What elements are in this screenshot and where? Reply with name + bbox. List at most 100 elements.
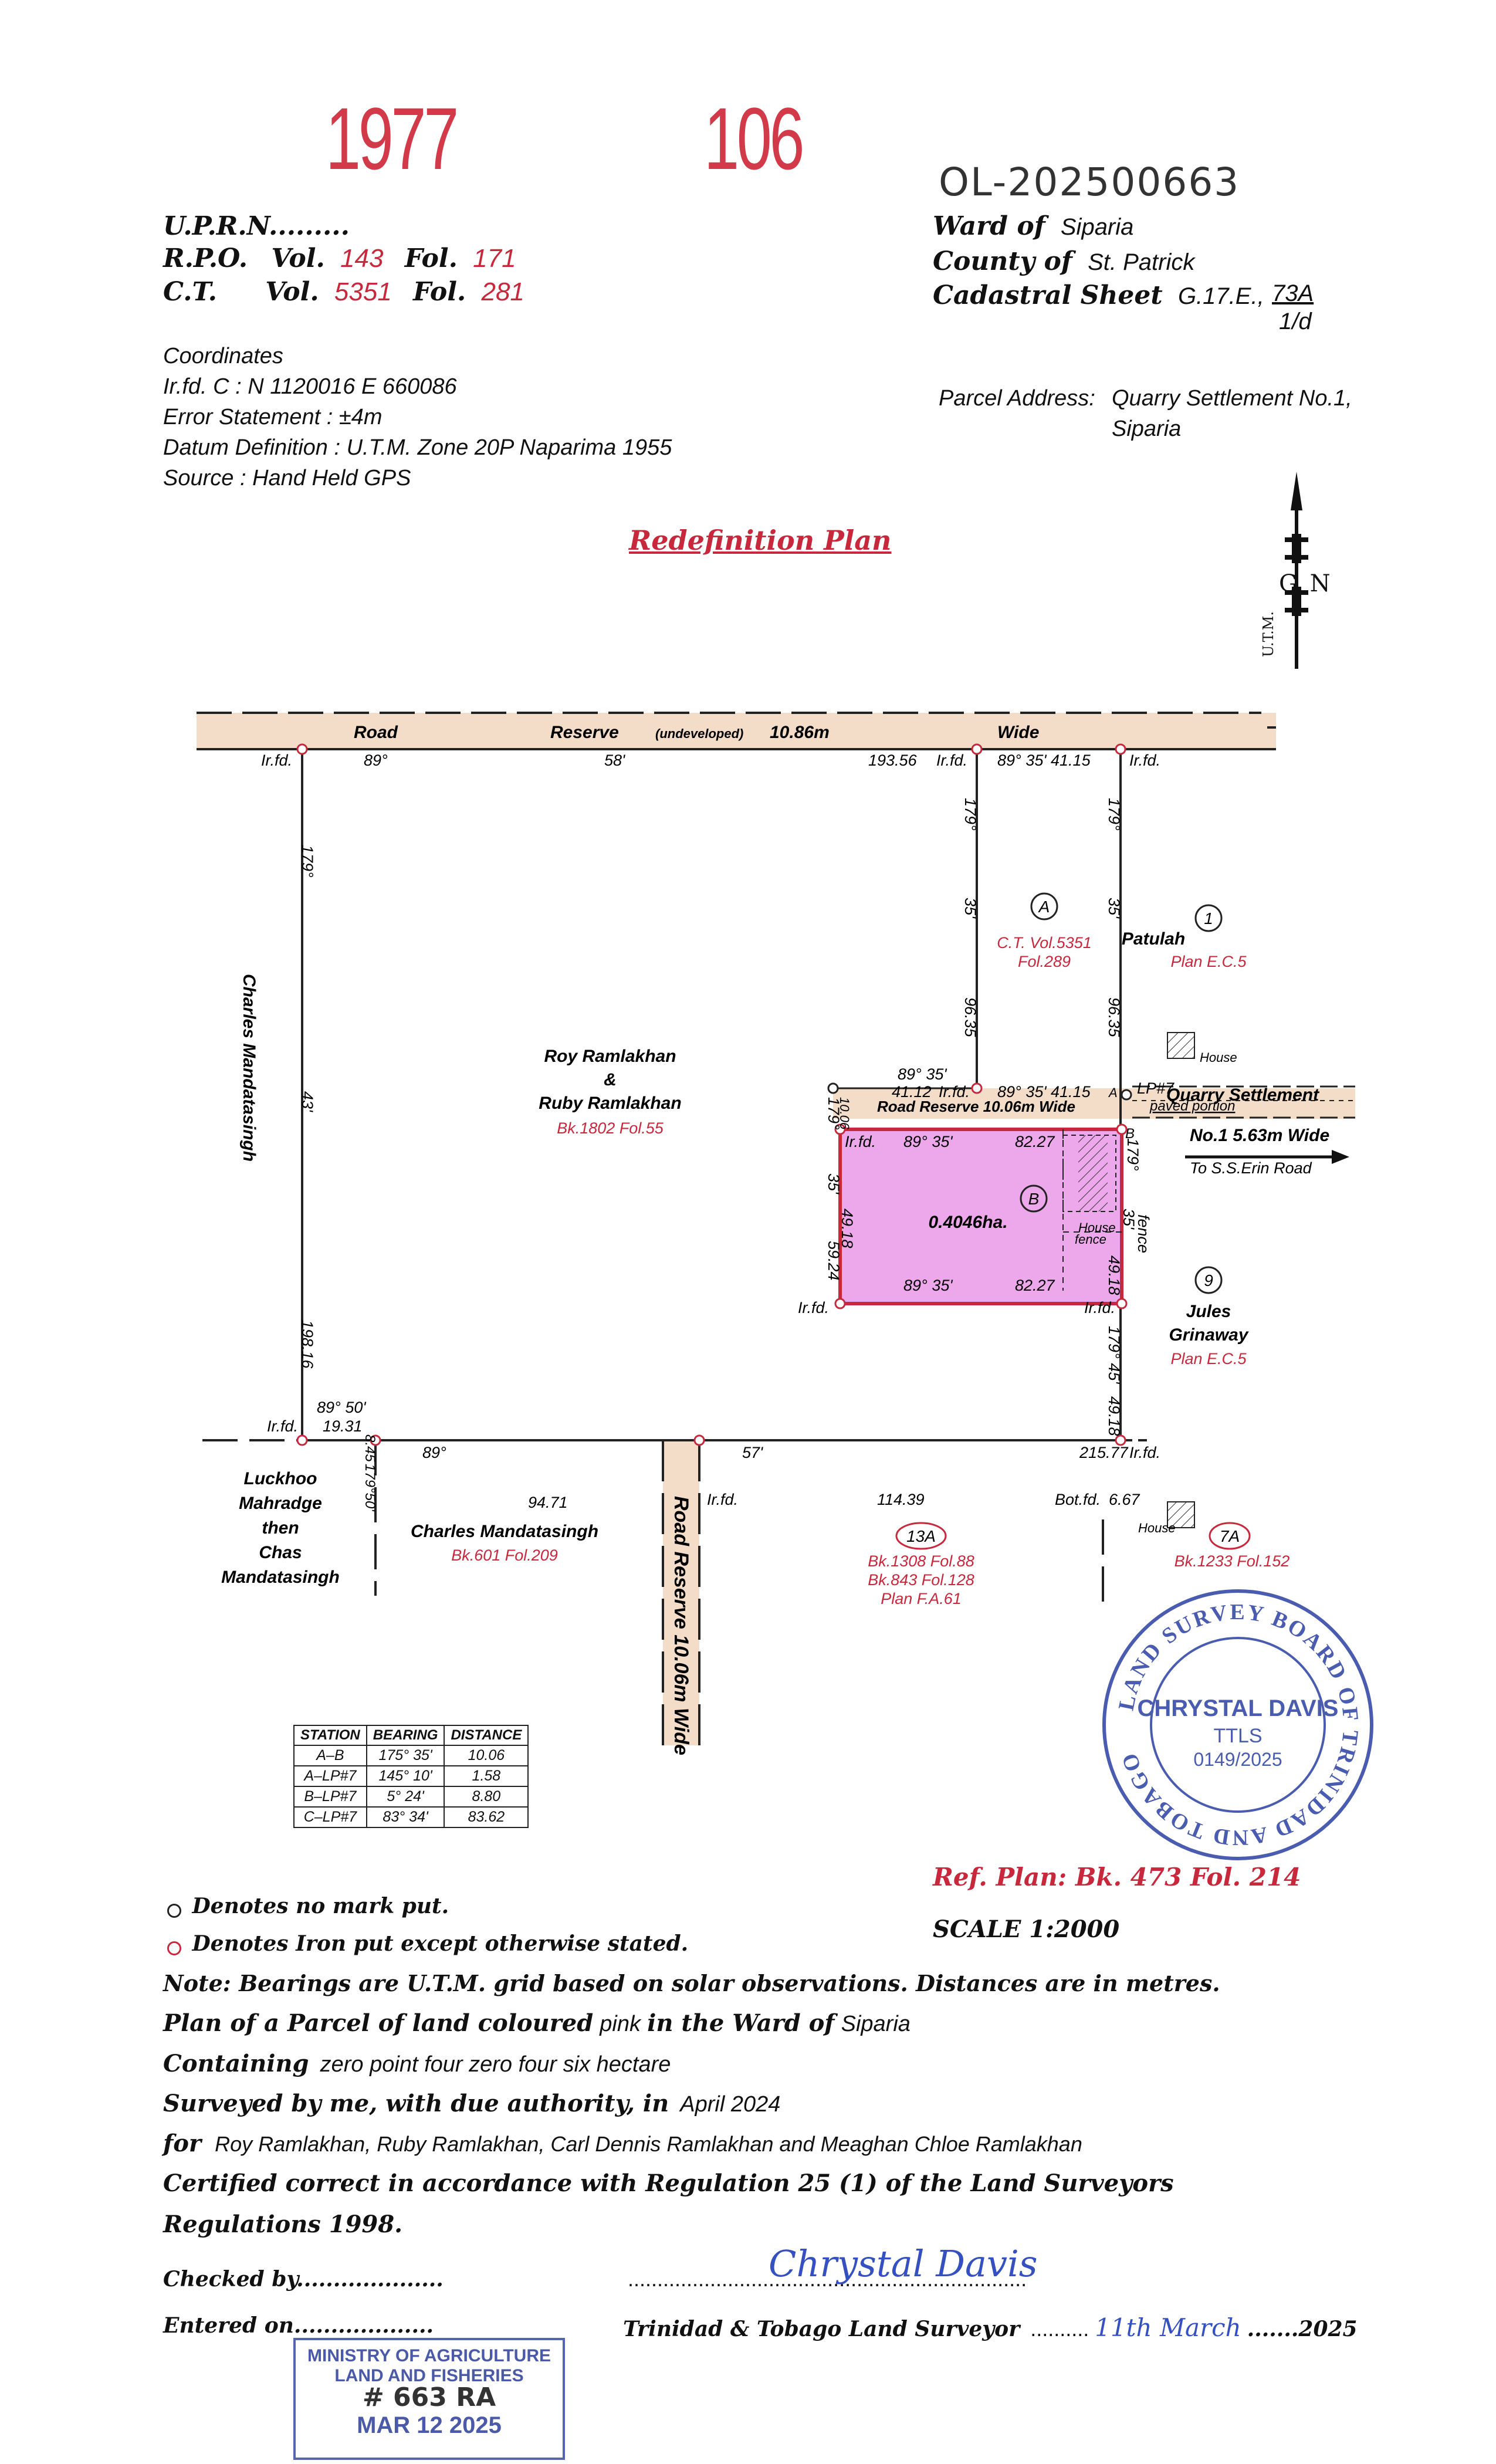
fence-label-vertical: fence (1135, 1214, 1152, 1253)
dist-11439: 114.39 (877, 1491, 925, 1508)
county-label: County of (933, 246, 1072, 276)
scale: SCALE 1:2000 (933, 1915, 1120, 1943)
cadastral-top: 73A (1272, 280, 1314, 306)
dist-1931: 19.31 (323, 1417, 363, 1435)
coords-source: Source : Hand Held GPS (163, 466, 411, 490)
note-bearings: Note: Bearings are U.T.M. grid based on … (163, 1970, 1220, 1996)
parcel-b-area: 0.4046ha. (928, 1213, 1007, 1232)
rpo-label: R.P.O. (163, 243, 248, 273)
signature-line: ........................................… (628, 2267, 1027, 2291)
stamp-title: TTLS (1213, 1725, 1262, 1747)
ct-fol: 281 (481, 277, 524, 306)
fol-label: Fol. (404, 243, 458, 273)
ol-number: OL-202500663 (939, 160, 1240, 205)
signature: Chrystal Davis (769, 2242, 1038, 2285)
lot-9-label: 9 (1204, 1271, 1213, 1289)
ministry-date: MAR 12 2025 (357, 2412, 502, 2438)
north-arrow-head (1291, 472, 1302, 510)
plan-title: Redefinition Plan (629, 524, 892, 556)
luckhoo-4: Chas (259, 1543, 302, 1562)
coords-error: Error Statement : ±4m (163, 405, 383, 429)
bearing-mid-8935-4115: 89° 35' 41.15 (997, 1083, 1091, 1101)
date-fill: 11th March (1095, 2313, 1241, 2342)
county-value: St. Patrick (1088, 249, 1195, 275)
year: .......2025 (1247, 2317, 1358, 2341)
cadastral-line: Cadastral Sheet G.17.E., (933, 280, 1264, 310)
certified-line: Certified correct in accordance with Reg… (163, 2169, 1174, 2197)
west-bearing-43: 43' (299, 1091, 316, 1112)
charles-west-road: Charles Mandatasingh (239, 974, 259, 1162)
col-bearing: BEARING (365, 1725, 445, 1746)
lot-13a-label: 13A (906, 1527, 936, 1545)
stamp-number-right: 106 (704, 89, 805, 188)
red-circle-icon (167, 1941, 181, 1955)
dist-9471: 94.71 (528, 1494, 568, 1511)
roy-name-2: & (604, 1070, 617, 1089)
lot-a-label: A (1038, 898, 1050, 916)
road-top-word-2: Reserve (550, 723, 619, 742)
bearing-top-8935: 89° 35' 41.15 (997, 752, 1091, 769)
stamp-number: 0149/2025 (1193, 1749, 1282, 1770)
ministry-stamp: MINISTRY OF AGRICULTURE LAND AND FISHERI… (293, 2338, 565, 2460)
lot-1-label: 1 (1204, 909, 1213, 928)
irfd-sw: Ir.fd. (267, 1417, 298, 1435)
ct-fol-label: Fol. (413, 277, 466, 307)
bot-fd: Bot.fd. (1055, 1491, 1101, 1508)
bearing-b-bottom: 89° 35' (903, 1277, 953, 1294)
ministry-line2: LAND AND FISHERIES (334, 2366, 524, 2385)
pink-word: pink (600, 2012, 641, 2036)
rpo-vol: 143 (340, 244, 384, 273)
luckhoo-1: Luckhoo (244, 1469, 317, 1488)
for-label: for (163, 2130, 201, 2157)
road-reserve-top-band (197, 713, 1276, 749)
legend-no-mark: Denotes no mark put. (167, 1894, 449, 1918)
checked-by: Checked by.................... (163, 2267, 444, 2292)
lot-a-ref2: Fol.289 (1018, 953, 1071, 970)
in-ward-text: in the Ward of (647, 2009, 835, 2037)
b-west-dist-4918: 49.18 (838, 1209, 856, 1248)
west-bearing-179: 179° (299, 845, 316, 878)
dist-21577: 215.77 (1079, 1444, 1129, 1461)
bearing-17950: 179°50' (362, 1464, 378, 1512)
county-line: County of St. Patrick (933, 246, 1194, 276)
dist-845: 8.45 (362, 1434, 378, 1462)
roy-name-1: Roy Ramlakhan (544, 1047, 676, 1066)
lot-a-ref1: C.T. Vol.5351 (997, 934, 1092, 952)
dist-b-top: 82.27 (1015, 1133, 1055, 1150)
e-bearing-179: 179° (1105, 798, 1123, 831)
fence-label-bottom: fence (1075, 1232, 1106, 1247)
c-bearing-179: 179° (825, 1097, 842, 1130)
ref-plan: Ref. Plan: Bk. 473 Fol. 214 (933, 1863, 1301, 1891)
jules-name-2: Grinaway (1169, 1325, 1248, 1345)
ward-value: Siparia (1060, 214, 1134, 240)
north-gn: G N (1279, 570, 1333, 597)
parcel-b (838, 1128, 1123, 1305)
open-circle-icon (167, 1903, 181, 1918)
bearing-top-89: 89° (364, 752, 388, 769)
regulations-line: Regulations 1998. (163, 2211, 402, 2238)
paved-portion: paved portion (1149, 1098, 1235, 1114)
bearing-top-58: 58' (604, 752, 625, 769)
lot-13a-ref1: Bk.1308 Fol.88 (868, 1552, 974, 1570)
stamp-name: CHRYSTAL DAVIS (1138, 1695, 1339, 1721)
quarry-settlement: Quarry Settlement (1166, 1085, 1320, 1105)
dist-667: 6.67 (1109, 1491, 1140, 1508)
irfd-ne: Ir.fd. (1129, 752, 1160, 769)
b-west-dist-5924: 59.24 (825, 1241, 842, 1281)
roy-name-3: Ruby Ramlakhan (539, 1094, 681, 1113)
legend-iron-text: Denotes Iron put except otherwise stated… (192, 1931, 689, 1956)
house-7a (1167, 1501, 1195, 1528)
dist-top-19356: 193.56 (868, 752, 918, 769)
irfd-sw-b: Ir.fd. (798, 1299, 829, 1316)
c-dist-1006: 10.06 (837, 1097, 852, 1130)
north-arrow (1285, 472, 1308, 669)
b-east-dist-4918: 49.18 (1105, 1255, 1123, 1295)
charles-south: Charles Mandatasingh (411, 1522, 598, 1541)
charles-south-ref: Bk.601 Fol.209 (451, 1546, 558, 1564)
ministry-line1: MINISTRY OF AGRICULTURE (307, 2346, 551, 2365)
col-distance: DISTANCE (444, 1725, 529, 1746)
